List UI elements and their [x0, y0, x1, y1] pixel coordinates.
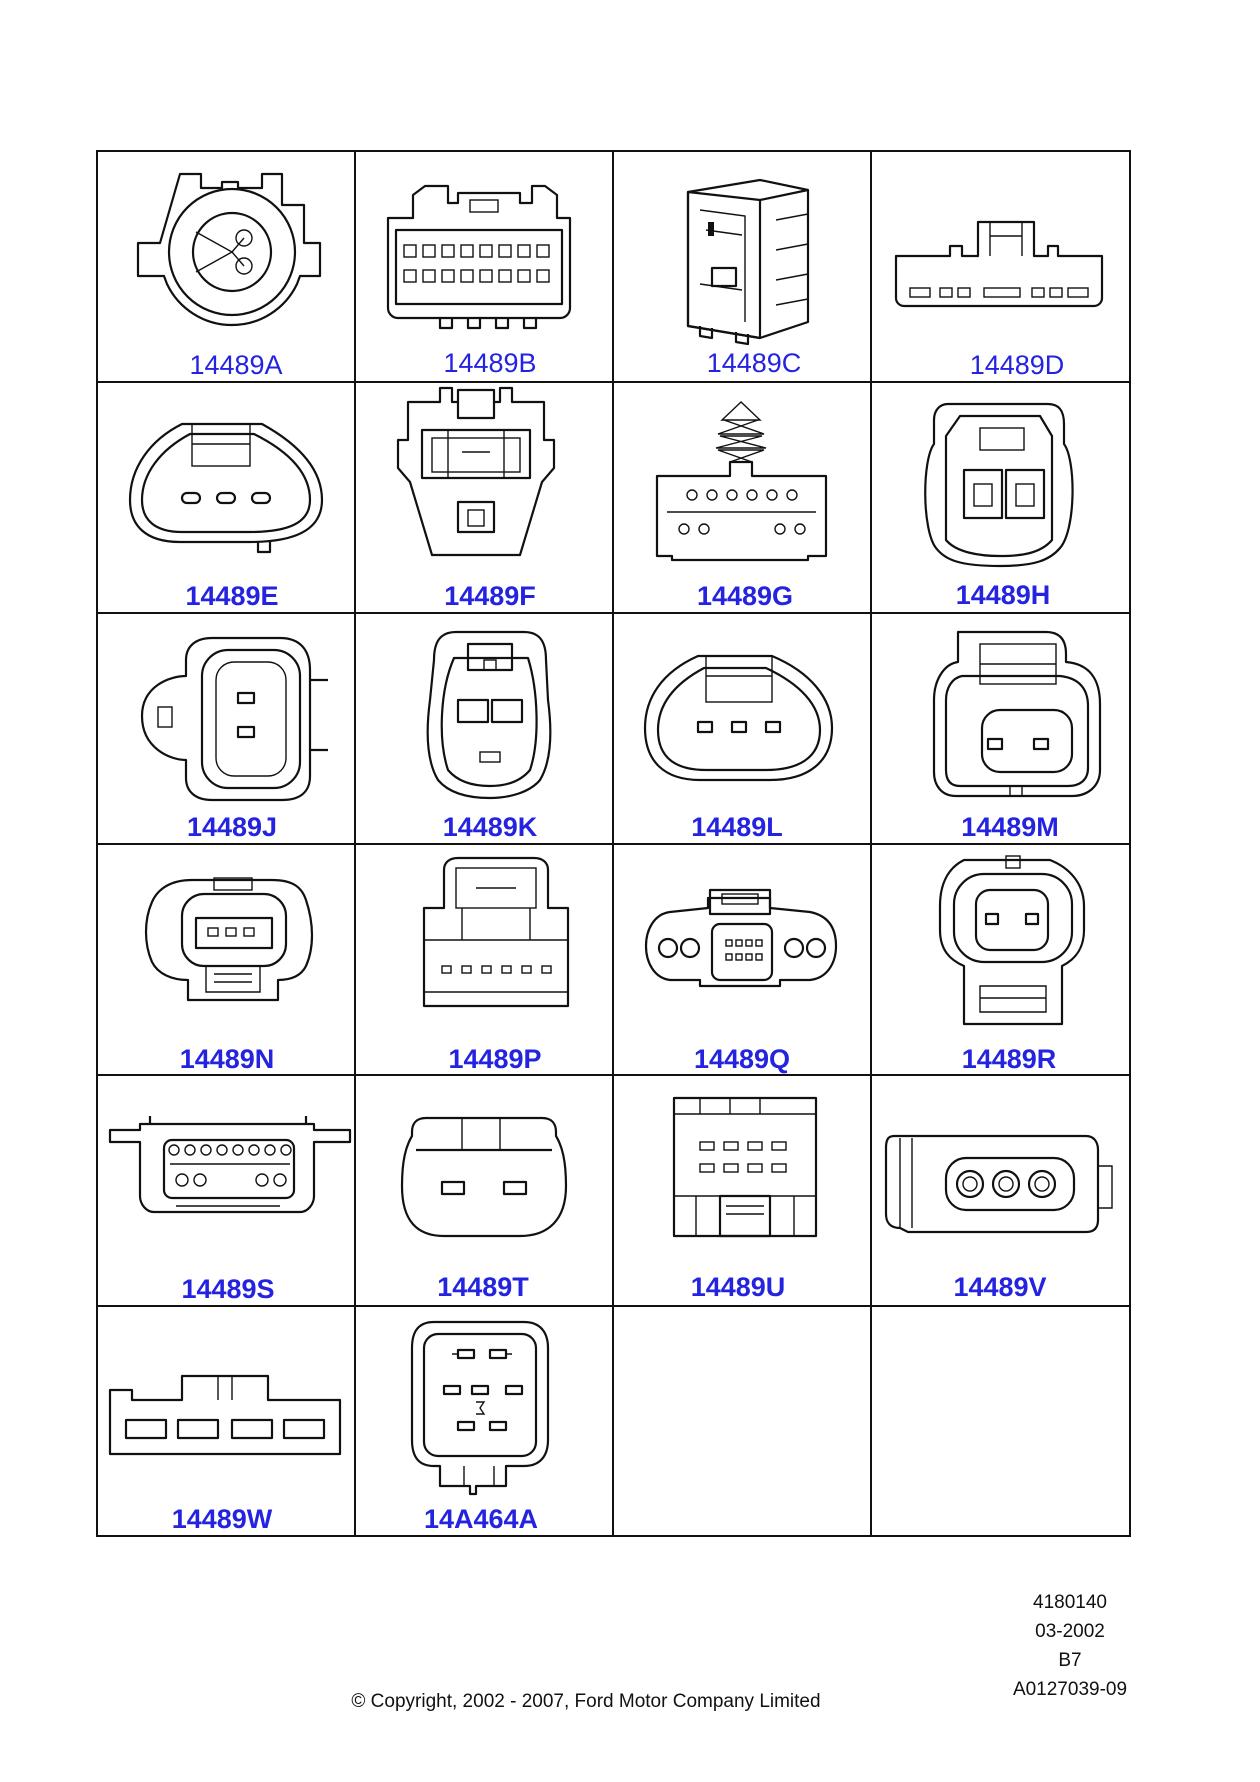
part-label-14489G: 14489G: [697, 581, 793, 611]
part-label-14489C: 14489C: [707, 348, 802, 378]
part-label-14489E: 14489E: [185, 581, 278, 611]
connector-14489K-drawing: [426, 630, 552, 800]
part-label-14A464A: 14A464A: [424, 1504, 538, 1534]
part-label-14489J: 14489J: [187, 812, 277, 842]
part-label-14489V: 14489V: [953, 1272, 1046, 1302]
reference-date: 03-2002: [1035, 1621, 1105, 1642]
connector-14489D-drawing: [894, 220, 1104, 308]
part-label-14489L: 14489L: [691, 812, 783, 842]
connector-14489L-drawing: [643, 654, 834, 782]
connector-14489N-drawing: [144, 877, 314, 1002]
illustration-id: A0127039-09: [1013, 1679, 1127, 1700]
reference-block: 4180140 03-2002 B7 A0127039-09: [1013, 1592, 1127, 1700]
reference-section: B7: [1058, 1650, 1081, 1671]
part-label-14489P: 14489P: [448, 1044, 541, 1074]
connector-14489C-drawing: [686, 178, 810, 346]
part-label-14489M: 14489M: [961, 812, 1059, 842]
connector-14489U-drawing: [672, 1096, 818, 1238]
copyright-notice: © Copyright, 2002 - 2007, Ford Motor Com…: [351, 1691, 820, 1712]
connector-14489W-drawing: [108, 1374, 342, 1456]
part-label-14489D: 14489D: [970, 350, 1065, 380]
connector-14489S-drawing: [108, 1116, 352, 1214]
connector-14489F-drawing: [396, 386, 556, 557]
connector-14489A-drawing: [136, 172, 322, 327]
connector-14489T-drawing: [400, 1116, 568, 1238]
connector-14489Q-drawing: [644, 888, 838, 988]
part-label-14489W: 14489W: [172, 1504, 273, 1534]
part-label-14489F: 14489F: [444, 581, 536, 611]
part-label-14489T: 14489T: [437, 1272, 529, 1302]
part-label-14489A: 14489A: [189, 350, 282, 380]
reference-code: 4180140: [1033, 1592, 1107, 1613]
connector-14489H-drawing: [924, 402, 1074, 568]
connector-grid: [96, 150, 1131, 1537]
connector-14489V-drawing: [884, 1134, 1113, 1234]
part-label-14489S: 14489S: [181, 1274, 274, 1304]
connector-14489R-drawing: [938, 855, 1086, 1026]
connector-14489E-drawing: [128, 422, 324, 554]
connector-14489M-drawing: [932, 630, 1102, 798]
part-label-14489N: 14489N: [180, 1044, 275, 1074]
connector-14489B-drawing: [386, 184, 572, 330]
part-label-14489R: 14489R: [962, 1044, 1057, 1074]
part-label-14489K: 14489K: [443, 812, 538, 842]
part-label-14489H: 14489H: [956, 580, 1051, 610]
connector-14489J-drawing: [140, 636, 328, 802]
connector-14A464A-drawing: [410, 1320, 550, 1496]
part-label-14489B: 14489B: [443, 348, 536, 378]
connector-14489P-drawing: [422, 856, 570, 1008]
connector-14489G-drawing: [655, 401, 828, 562]
part-label-14489U: 14489U: [691, 1272, 786, 1302]
part-label-14489Q: 14489Q: [694, 1044, 790, 1074]
